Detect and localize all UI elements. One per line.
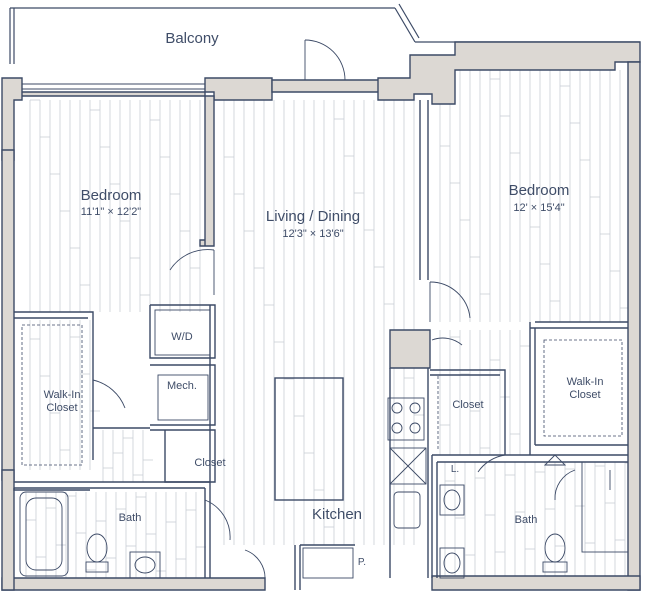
balcony-door: [304, 39, 346, 81]
balcony-label: Balcony: [165, 30, 219, 47]
mechanical-label: Mech.: [167, 380, 197, 392]
bath-right-label: Bath: [514, 514, 538, 526]
kitchen-label: Kitchen: [311, 506, 363, 523]
walk-in-closet-right-label: Walk-In Closet: [566, 376, 604, 401]
bedroom-right-label: Bedroom: [508, 182, 570, 199]
doors: [92, 249, 611, 581]
bath-left-label: Bath: [118, 512, 142, 524]
living-dining-dimensions: 12'3" × 13'6": [282, 228, 344, 240]
bedroom-left-dimensions: 11'1" × 12'2": [80, 206, 142, 218]
closet-right-label: Closet: [452, 399, 484, 411]
walk-in-closet-left-label: Walk-In Closet: [43, 389, 81, 414]
living-dining-label: Living / Dining: [265, 208, 361, 225]
bedroom-left-label: Bedroom: [80, 187, 142, 204]
walls: [1, 41, 641, 591]
closet-left-label: Closet: [194, 457, 226, 469]
floor-texture: [25, 70, 635, 578]
washer-dryer-label: W/D: [171, 331, 193, 343]
interior-partitions: [13, 100, 628, 590]
closet-rods: [21, 324, 623, 466]
pantry-label: P.: [357, 557, 367, 568]
linen-label: L.: [450, 464, 460, 475]
appliances: [19, 309, 629, 579]
bedroom-right-dimensions: 12' × 15'4": [513, 202, 565, 214]
